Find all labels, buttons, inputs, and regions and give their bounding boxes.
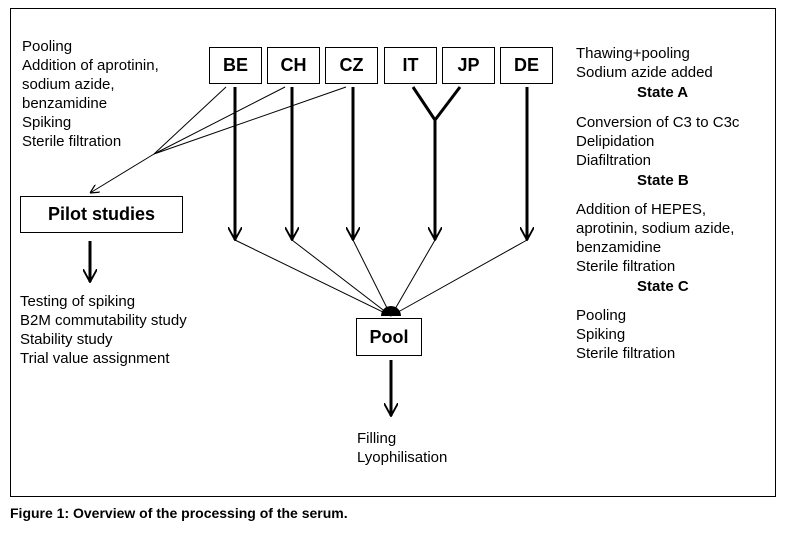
country-box-cz: CZ [325,47,378,84]
step-text: Diafiltration [576,152,652,169]
outcome-text: Testing of spiking [20,293,136,310]
country-label: CZ [339,55,364,75]
outcome-text: Filling [357,430,397,447]
figure-caption: Figure 1: Overview of the processing of … [10,505,348,521]
country-label: DE [513,55,539,75]
pilot-studies-label: Pilot studies [47,204,155,224]
figure-frame [10,8,776,497]
state-label: State A [637,84,689,101]
step-text: Addition of aprotinin, [22,57,159,74]
step-text: Delipidation [576,133,655,150]
pool-label: Pool [369,326,409,347]
step-text: aprotinin, sodium azide, [576,220,735,237]
country-box-it: IT [384,47,437,84]
state-label: State B [637,172,689,189]
step-text: Spiking [22,114,72,131]
step-text: Addition of HEPES, [576,201,707,218]
country-label: BE [222,55,248,75]
country-box-de: DE [500,47,553,84]
country-box-ch: CH [267,47,320,84]
step-text: benzamidine [576,239,662,256]
outcome-text: Lyophilisation [357,449,448,466]
arrow-to-pilot [90,153,155,193]
country-label: JP [457,55,480,75]
pool-box: Pool [356,318,422,356]
step-text: benzamidine [22,95,108,112]
pilot-studies-box: Pilot studies [20,196,183,233]
step-text: Thawing+pooling [576,45,690,62]
step-text: Pooling [22,38,73,55]
country-label: CH [280,55,307,75]
country-label: IT [402,55,419,75]
pool-junction [381,306,401,316]
connector-ch-pilot [153,86,286,155]
step-text: Sterile filtration [22,133,122,150]
country-box-be: BE [209,47,262,84]
state-label: State C [637,278,689,295]
outcome-text: Stability study [20,331,113,348]
step-text: Sterile filtration [576,258,676,275]
step-text: sodium azide, [22,76,115,93]
outcome-text: Trial value assignment [20,350,170,367]
outcome-text: B2M commutability study [20,312,187,329]
merge-jp [433,86,462,121]
connector-cz-pilot [153,86,347,155]
step-text: Sterile filtration [576,345,676,362]
step-text: Spiking [576,326,626,343]
step-text: Pooling [576,307,627,324]
connector-be-pilot [153,86,227,155]
step-text: Sodium azide added [576,64,713,81]
country-box-jp: JP [442,47,495,84]
merge-it [411,86,437,121]
step-text: Conversion of C3 to C3c [576,114,740,131]
